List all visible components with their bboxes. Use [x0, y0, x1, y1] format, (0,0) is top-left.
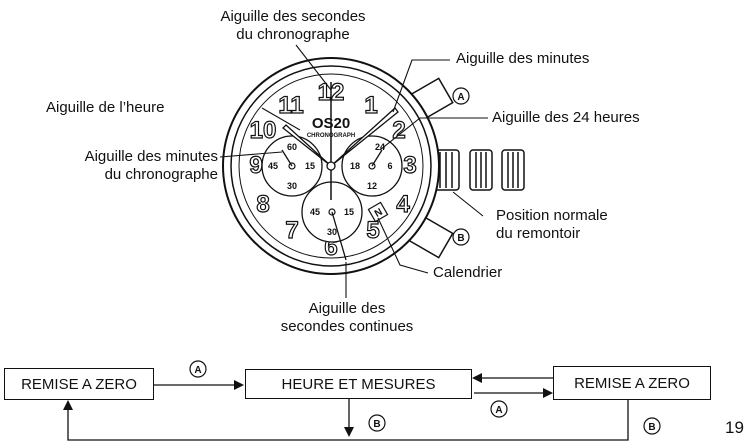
center-pinion: [326, 161, 336, 171]
svg-text:5: 5: [366, 217, 379, 244]
svg-text:3: 3: [403, 152, 416, 179]
flow-b2-circle: [643, 417, 661, 435]
chrono-minute-hand: [281, 149, 293, 167]
crown-positions: [432, 149, 525, 191]
svg-text:N: N: [373, 207, 385, 220]
left-sub-bottom: 30: [287, 181, 297, 191]
flow-b1-letter: B: [373, 419, 380, 430]
minute-hand: [330, 107, 399, 167]
flow-box-reset-left: REMISE A ZERO: [4, 368, 154, 400]
crown-pos-2: [469, 149, 493, 191]
flow-b1-circle: [368, 414, 386, 432]
label-hour: Aiguille de l’heure: [46, 99, 165, 116]
flow-box-time-measure: HEURE ET MESURES: [245, 369, 472, 399]
svg-text:4: 4: [396, 191, 410, 218]
label-chrono-minutes: Aiguille des minutes du chronographe: [84, 148, 218, 183]
label-chrono-seconds: Aiguille des secondes du chronographe: [220, 8, 366, 43]
svg-text:9: 9: [249, 152, 262, 179]
label-running-seconds: Aiguille des secondes continues: [280, 300, 414, 335]
left-sub-left: 45: [268, 161, 278, 171]
label-minutes: Aiguille des minutes: [456, 50, 590, 67]
left-sub-top: 60: [287, 142, 297, 152]
bottom-sub-left: 45: [310, 207, 320, 217]
flow-a2-circle: [490, 400, 508, 418]
date-window: N: [367, 201, 389, 223]
leader-lines: [219, 44, 488, 298]
flow-a2-letter: A: [495, 405, 502, 416]
left-sub-right: 15: [305, 161, 315, 171]
flow-a1-circle: [189, 360, 207, 378]
svg-text:1: 1: [364, 92, 377, 119]
label-24h: Aiguille des 24 heures: [492, 109, 640, 126]
svg-text:8: 8: [256, 191, 269, 218]
flow-arrows: [63, 373, 629, 441]
svg-text:10: 10: [250, 117, 277, 144]
h24-hand: [371, 149, 383, 167]
pusher-a-label: [452, 87, 470, 105]
watch-bezel: [230, 65, 432, 267]
flow-box-reset-right: REMISE A ZERO: [553, 366, 711, 400]
flow-a1-letter: A: [194, 365, 201, 376]
right-sub-bottom: 12: [367, 181, 377, 191]
right-sub-left: 18: [350, 161, 360, 171]
label-crown: Position normale du remontoir: [496, 207, 608, 242]
right-sub-right: 6: [387, 161, 392, 171]
pusher-b-letter: B: [457, 233, 464, 244]
pusher-b-label: [452, 228, 470, 246]
label-calendar: Calendrier: [433, 264, 503, 281]
bottom-sub-bottom: 30: [327, 227, 337, 237]
hour-hand: [282, 124, 332, 167]
bottom-sub-right: 15: [344, 207, 354, 217]
right-sub-top: 24: [375, 142, 385, 152]
svg-text:7: 7: [285, 217, 298, 244]
pusher-a-letter: A: [457, 92, 464, 103]
svg-text:11: 11: [278, 92, 303, 119]
flow-b2-letter: B: [648, 422, 655, 433]
page-number: 19: [725, 418, 744, 437]
hands: [281, 82, 399, 261]
watch-dial: [238, 73, 424, 259]
crown-pos-3: [501, 149, 525, 191]
small-second-hand: [331, 211, 347, 261]
